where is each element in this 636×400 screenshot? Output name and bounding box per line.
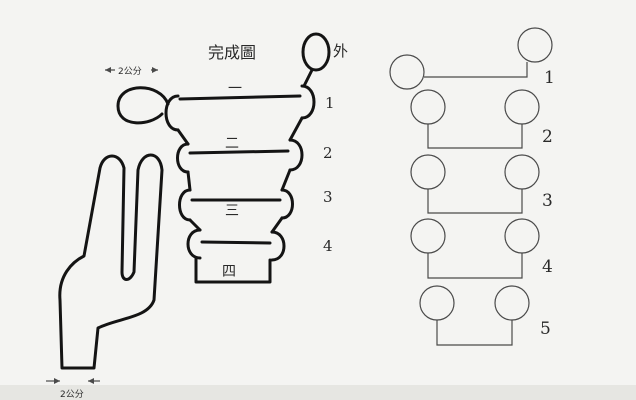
right-step-3-number: 3 — [542, 191, 553, 211]
bottom-dimension-label: 2公分 — [60, 389, 84, 400]
top-dimension-label: 2公分 — [118, 66, 142, 77]
right-step-5-number: 5 — [540, 319, 551, 339]
rung-2-bar — [190, 151, 288, 153]
rung-2-label: 二 — [225, 136, 239, 152]
rung-3-label: 三 — [225, 203, 239, 219]
diagram-title: 完成圖 — [208, 43, 256, 62]
left-step-1: 1 — [325, 94, 335, 112]
right-step-2-number: 2 — [542, 127, 553, 147]
right-step-1-number: 1 — [544, 68, 555, 88]
outer-label: 外 — [333, 42, 348, 60]
rung-4-bar — [202, 242, 270, 243]
left-step-3: 3 — [323, 188, 333, 206]
left-step-4: 4 — [323, 237, 333, 255]
paper-bottom-edge — [0, 385, 636, 400]
rung-4-label: 四 — [222, 264, 236, 280]
right-step-4-number: 4 — [542, 257, 553, 277]
left-step-2: 2 — [323, 144, 333, 162]
rung-1-label: 一 — [228, 81, 242, 97]
